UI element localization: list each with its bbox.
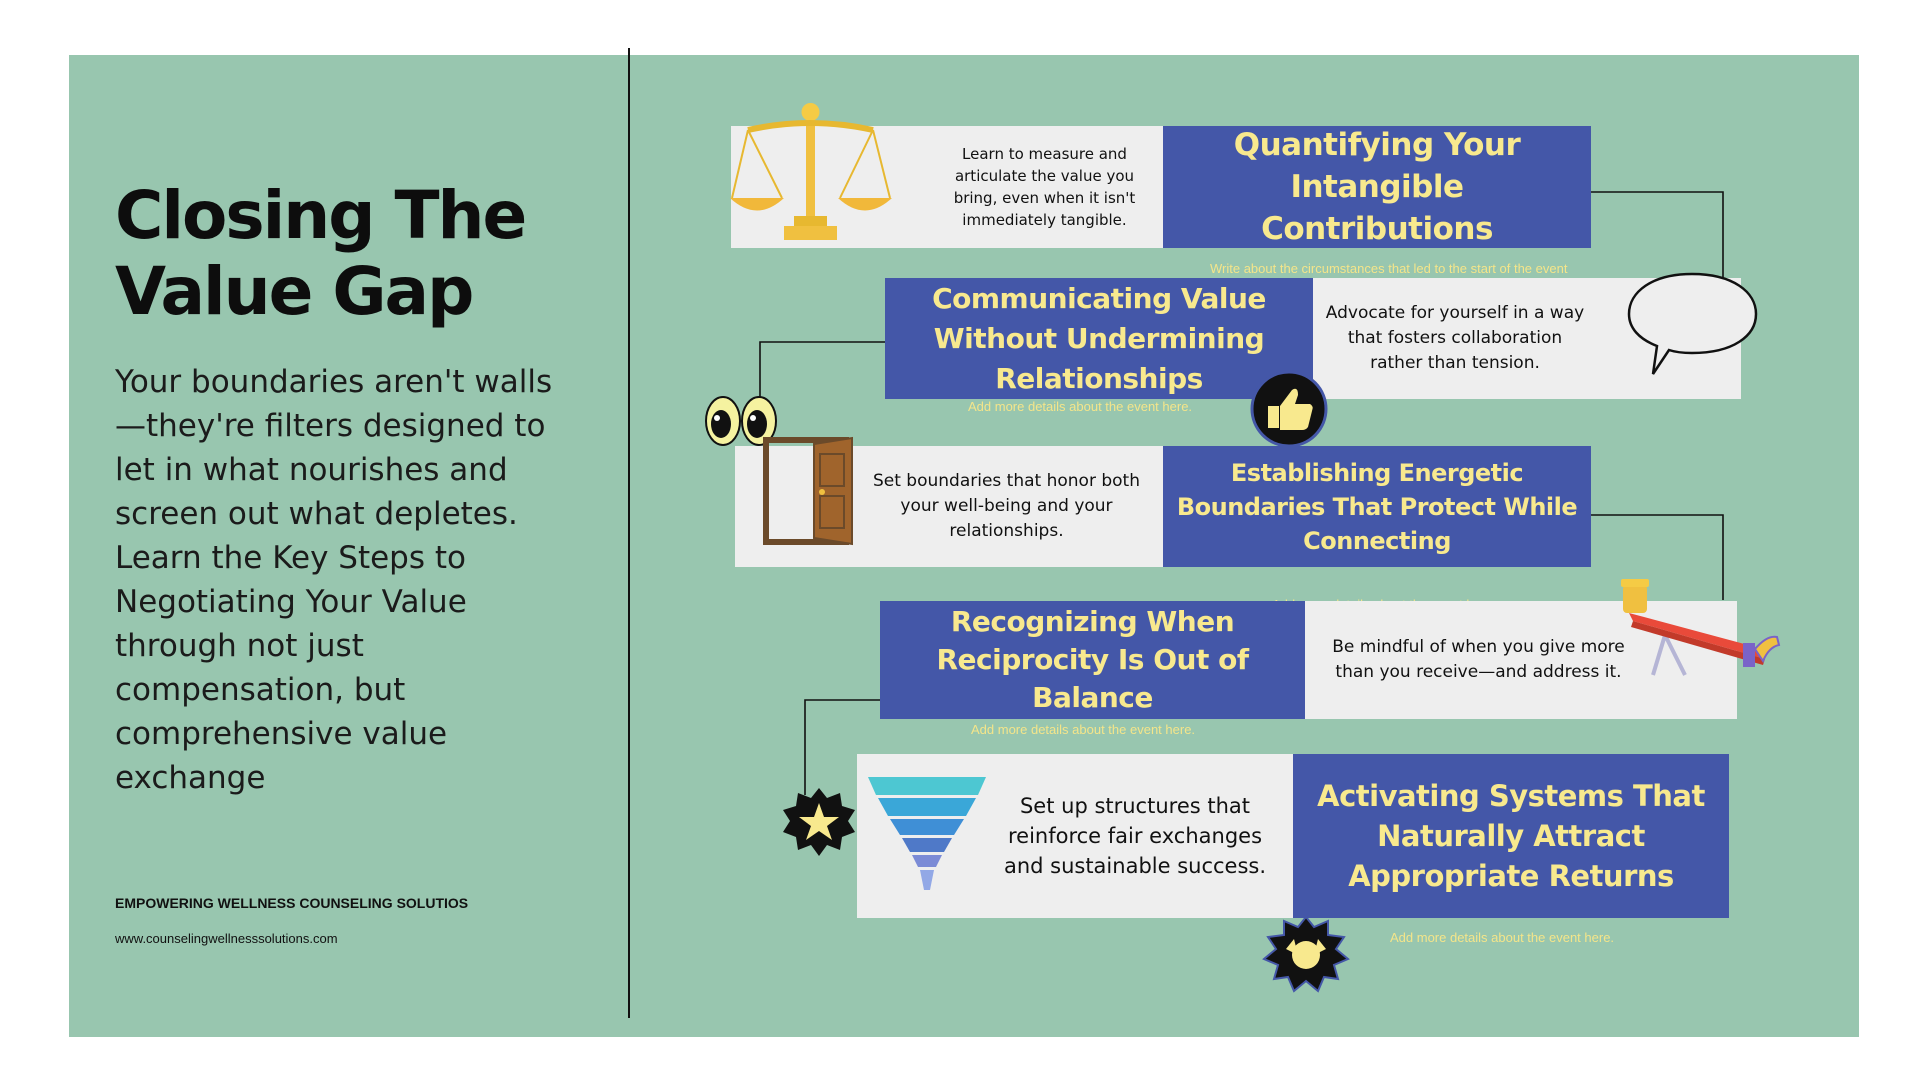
seesaw-icon [1621,579,1781,676]
eyes-icon [705,396,777,446]
step-3-card: Set boundaries that honor both your well… [735,446,1163,567]
step-1-body: Learn to measure and articulate the valu… [953,145,1136,229]
step-5-note: Add more details about the event here. [1390,930,1615,945]
step-1-note: Write about the circumstances that led t… [1210,261,1568,276]
speech-bubble-icon [1627,272,1758,375]
step-5-title-box: Activating Systems That Naturally Attrac… [1293,754,1729,918]
step-1-title: Quantifying Your Intangible Contribution… [1233,127,1521,247]
step-4-note: Add more details about the event here. [971,722,1196,737]
funnel-icon [868,777,986,890]
stressed-face-icon [1262,915,1350,993]
step-4-title: Recognizing When Reciprocity Is Out of B… [936,605,1249,714]
step-2-title: Communicating Value Without Undermining … [932,281,1266,395]
step-4-body: Be mindful of when you give more than yo… [1332,637,1625,682]
thumbs-up-icon [1250,370,1328,448]
step-1-title-box: Quantifying Your Intangible Contribution… [1163,126,1591,248]
step-2-note: Add more details about the event here. [968,399,1193,414]
step-3-title-box: Establishing Energetic Boundaries That P… [1163,446,1591,567]
intro-description: Your boundaries aren't walls—they're fil… [115,364,553,796]
step-5-title: Activating Systems That Naturally Attrac… [1317,779,1705,893]
step-4-title-box: Recognizing When Reciprocity Is Out of B… [880,601,1305,719]
step-5-body: Set up structures that reinforce fair ex… [1003,794,1267,878]
organization-name: EMPOWERING WELLNESS COUNSELING SOLUTIOS [115,895,469,911]
step-3-title: Establishing Energetic Boundaries That P… [1176,458,1578,555]
open-door-icon [763,436,853,546]
title-line-2: Value Gap [115,253,474,330]
step-4-card: Be mindful of when you give more than yo… [1305,601,1737,719]
step-5-card: Set up structures that reinforce fair ex… [857,754,1293,918]
step-2-body: Advocate for yourself in a way that fost… [1325,303,1585,373]
step-3-body: Set boundaries that honor both your well… [872,471,1140,541]
page-title: Closing The Value Gap [115,178,595,330]
vertical-divider [628,48,630,1018]
step-2-title-box: Communicating Value Without Undermining … [885,278,1313,399]
title-line-1: Closing The [115,177,527,254]
step-1-card: Learn to measure and articulate the valu… [731,126,1163,248]
star-badge-icon [783,788,855,856]
scales-icon [730,103,892,240]
website-url: www.counselingwellnesssolutions.com [115,931,338,946]
